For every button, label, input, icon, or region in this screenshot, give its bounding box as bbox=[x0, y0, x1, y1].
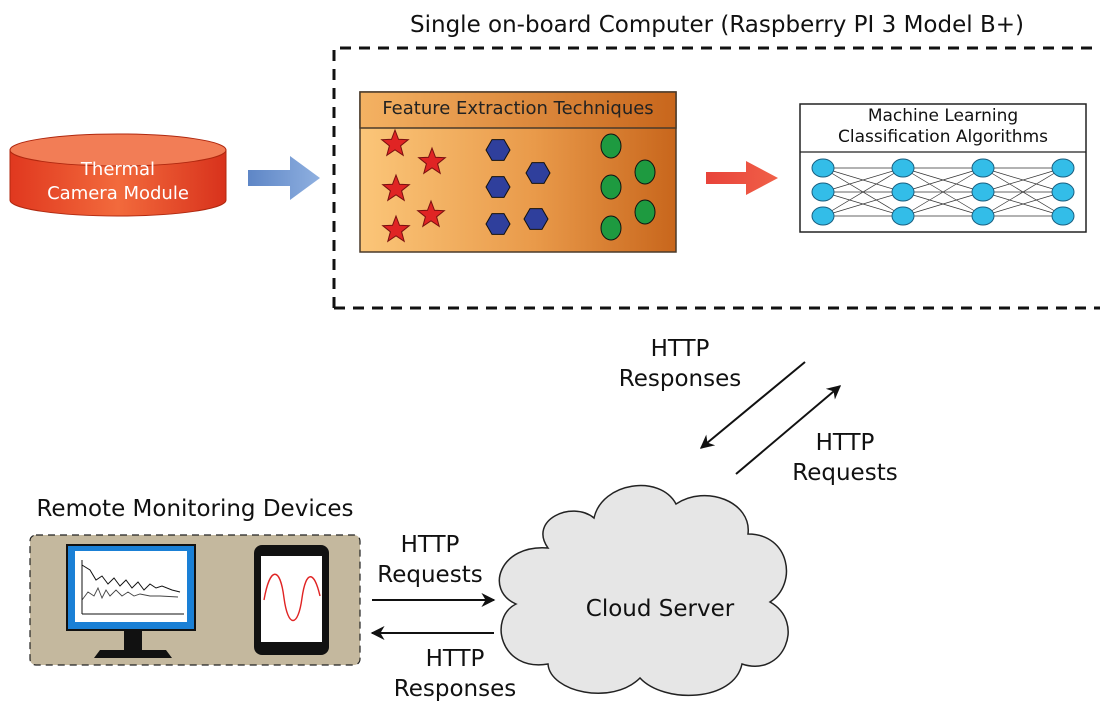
network-node-icon bbox=[971, 158, 995, 178]
hexagon-icon bbox=[485, 139, 511, 161]
upper-requests-label: HTTP Requests bbox=[770, 428, 920, 488]
circle-icon bbox=[600, 133, 622, 159]
network-node-icon bbox=[891, 182, 915, 202]
network-node-icon bbox=[891, 206, 915, 226]
lower-requests-label: HTTP Requests bbox=[362, 530, 498, 590]
computer-boundary bbox=[332, 46, 1100, 310]
phone-icon bbox=[254, 545, 329, 655]
network-node-icon bbox=[811, 206, 835, 226]
network-node-icon bbox=[811, 182, 835, 202]
network-node-icon bbox=[1051, 182, 1075, 202]
camera-label-line1: Thermal bbox=[80, 159, 156, 180]
hexagon-icon bbox=[485, 213, 511, 235]
remote-devices-title: Remote Monitoring Devices bbox=[36, 496, 354, 522]
star-icon bbox=[416, 199, 446, 228]
network-node-icon bbox=[971, 182, 995, 202]
cloud-shape bbox=[498, 484, 789, 697]
feature-box-title: Feature Extraction Techniques bbox=[382, 98, 654, 119]
network-node-icon bbox=[971, 206, 995, 226]
star-icon bbox=[381, 173, 411, 202]
upper-requests-line2: Requests bbox=[792, 460, 898, 486]
camera-label: Thermal Camera Module bbox=[10, 158, 226, 206]
hexagon-icon bbox=[485, 176, 511, 198]
feature-extraction-box bbox=[359, 91, 677, 253]
camera-to-feature-arrow bbox=[248, 156, 320, 200]
circle-icon bbox=[634, 199, 656, 225]
lower-responses-line2: Responses bbox=[393, 676, 517, 702]
computer-title: Single on-board Computer (Raspberry PI 3… bbox=[410, 12, 1024, 38]
ml-box-title-line1: Machine Learning bbox=[867, 106, 1019, 126]
feature-to-ml-arrow bbox=[706, 161, 778, 195]
upper-requests-line1: HTTP bbox=[815, 430, 875, 456]
cloud-server-label: Cloud Server bbox=[585, 596, 735, 622]
upper-responses-line2: Responses bbox=[618, 366, 742, 392]
circle-icon bbox=[600, 174, 622, 200]
hexagon-icon bbox=[523, 208, 549, 230]
network-node-icon bbox=[1051, 206, 1075, 226]
lower-responses-line1: HTTP bbox=[425, 646, 485, 672]
star-icon bbox=[417, 146, 447, 175]
monitor-icon bbox=[66, 544, 196, 658]
responses-arrow-to-cloud bbox=[699, 361, 806, 449]
network-node-icon bbox=[1051, 158, 1075, 178]
network-node-icon bbox=[891, 158, 915, 178]
hexagon-icon bbox=[525, 162, 551, 184]
neural-network-edges bbox=[822, 167, 1064, 217]
requests-arrow-to-computer bbox=[735, 385, 842, 475]
circle-icon bbox=[600, 215, 622, 241]
thermal-camera-cylinder bbox=[9, 133, 227, 217]
lower-responses-label: HTTP Responses bbox=[380, 644, 530, 704]
lower-requests-line2: Requests bbox=[377, 562, 483, 588]
star-icon bbox=[380, 128, 410, 157]
network-node-icon bbox=[811, 158, 835, 178]
upper-responses-label: HTTP Responses bbox=[600, 334, 760, 394]
upper-responses-line1: HTTP bbox=[650, 336, 710, 362]
camera-label-line2: Camera Module bbox=[47, 183, 189, 204]
star-icon bbox=[381, 214, 411, 243]
lower-requests-line1: HTTP bbox=[400, 532, 460, 558]
circle-icon bbox=[634, 159, 656, 185]
ml-box-title: Machine Learning Classification Algorith… bbox=[800, 106, 1086, 148]
ml-box-title-line2: Classification Algorithms bbox=[837, 127, 1048, 147]
